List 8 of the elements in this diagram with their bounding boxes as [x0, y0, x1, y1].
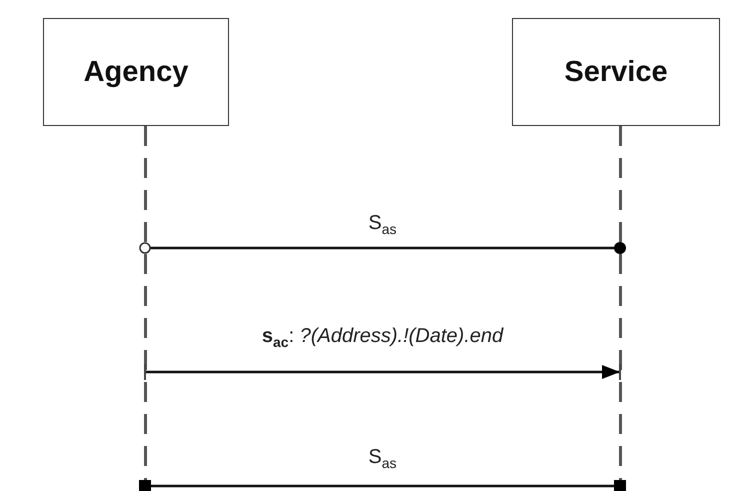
participant-box [43, 18, 229, 126]
participant-name: Agency [84, 56, 188, 88]
participant-name: Service [564, 56, 668, 88]
edge-label: S$_{as}$ [368, 446, 397, 471]
message-arrow [144, 363, 621, 381]
edge-label: S$_{as}$ [368, 212, 397, 237]
participant-box [512, 18, 720, 126]
edge-label: s$_{ac}$: ?(Address).!(Date).end [262, 325, 504, 350]
